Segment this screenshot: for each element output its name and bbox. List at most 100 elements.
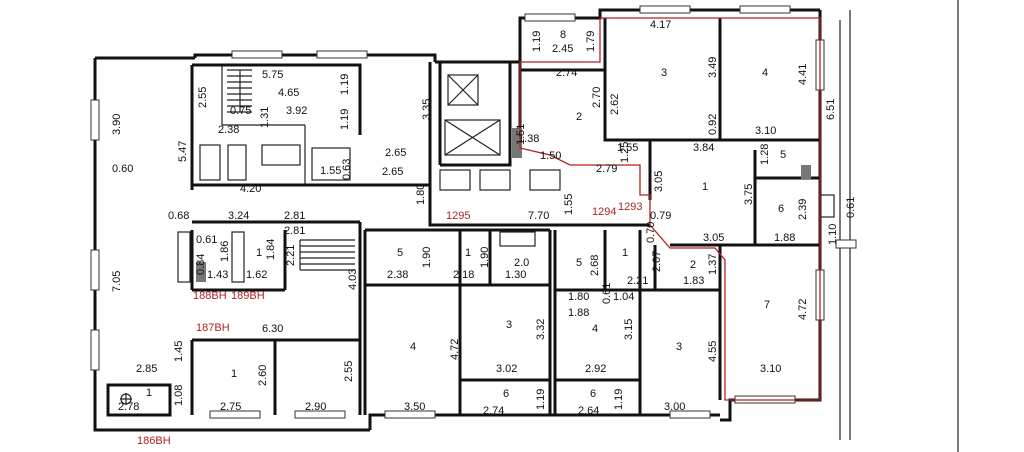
dimension-label: 8 (560, 29, 566, 41)
dimension-label: 3.49 (707, 57, 719, 78)
wall-outer-bottom (368, 413, 720, 430)
dimension-label: 1.19 (613, 389, 625, 410)
elevator-shaft-icon (444, 119, 501, 156)
wall-center-apts (363, 228, 550, 415)
wall-stair-inner (221, 65, 306, 185)
dimension-label: 2.90 (305, 401, 326, 413)
dimension-label: 3.35 (421, 99, 433, 120)
dimension-label: 1 (702, 181, 708, 193)
dimension-label: 5 (397, 247, 403, 259)
window (669, 410, 711, 419)
dimension-label: 0.60 (112, 163, 133, 175)
dimension-label: 1.43 (207, 269, 228, 281)
dimension-label: 3.92 (286, 105, 307, 117)
red-annotation: 1294 (592, 206, 616, 218)
ventilation-shaft-icon (819, 194, 835, 218)
red-annotation: 1295 (446, 210, 470, 222)
dimension-label: 2 (690, 259, 696, 271)
dimension-label: 0.84 (195, 254, 207, 275)
wall-lower-left-apts (190, 222, 362, 415)
dimension-label: 4.65 (278, 87, 299, 99)
dimension-label: 3.02 (496, 363, 517, 375)
dimension-label: 7 (764, 299, 770, 311)
dimension-label: 3.10 (755, 125, 776, 137)
dimension-label: 2.62 (609, 94, 621, 115)
ventilation-shaft-icon (231, 231, 245, 283)
dimension-label: 1.55 (617, 142, 638, 154)
dimension-label: 6 (778, 203, 784, 215)
ventilation-shaft-icon (261, 144, 301, 166)
wall-mid-corridor (428, 185, 650, 227)
dimension-label: 0.79 (650, 210, 671, 222)
dimension-label: 1.31 (259, 107, 271, 128)
dimension-label: 2.64 (578, 405, 599, 417)
window (316, 50, 368, 59)
dimension-label: 6.30 (262, 323, 283, 335)
dimension-label: 1 (256, 247, 262, 259)
dimension-label: 1.45 (173, 341, 185, 362)
dimension-label: 3.90 (111, 114, 123, 135)
dimension-label: 4.55 (707, 341, 719, 362)
window (835, 239, 857, 249)
dimension-label: 5.75 (262, 69, 283, 81)
red-boundary-right (519, 17, 821, 401)
elevator-shaft-icon (447, 74, 479, 106)
dimension-label: 4.41 (797, 64, 809, 85)
dimension-label: 1.84 (265, 239, 277, 260)
dimension-label: 1.62 (246, 269, 267, 281)
dimension-label: 4.17 (650, 19, 671, 31)
elevator-shafts (444, 74, 501, 156)
dimension-label: 5 (780, 149, 786, 161)
dimension-label: 1.51 (515, 124, 527, 145)
window (739, 5, 791, 14)
dimension-label: 3.05 (703, 232, 724, 244)
dimension-label: 1.50 (540, 150, 561, 162)
dimension-label: 2.70 (591, 87, 603, 108)
dimension-label: 5 (576, 257, 582, 269)
red-annotation: 186ВН (137, 435, 171, 447)
ventilation-shaft-icon (177, 231, 191, 283)
wall-stair-box (190, 63, 362, 190)
dimension-label: 2.92 (585, 363, 606, 375)
dimension-label: 1 (146, 387, 152, 399)
dimension-label: 2.07 (651, 251, 663, 272)
ventilation-shaft-icon (529, 169, 561, 191)
wall-corridor-top (192, 183, 430, 224)
dimension-label: 1.55 (563, 194, 575, 215)
dimension-label: 1.08 (173, 385, 185, 406)
dimension-label: 1 (622, 247, 628, 259)
red-annotations: 1295 1294 1293 188ВН 189ВН 187ВН 186ВН (137, 201, 642, 447)
dimension-label: 3.50 (404, 401, 425, 413)
dimension-label: 3.84 (693, 142, 714, 154)
window (90, 99, 100, 141)
elevator-shaft-icon (447, 74, 479, 106)
dimension-label: 1.86 (219, 241, 231, 262)
dimension-label: 2.78 (118, 401, 139, 413)
dimension-label: 1.55 (320, 165, 341, 177)
wall-neighbour (839, 0, 959, 452)
dimension-label: 3.15 (623, 319, 635, 340)
dimension-label: 2.79 (596, 163, 617, 175)
dimension-label: 7.05 (111, 271, 123, 292)
dimension-label: 2.38 (218, 124, 239, 136)
dimension-label: 1.04 (613, 291, 634, 303)
ventilation-shaft-icon (199, 144, 221, 181)
dimension-label: 1.19 (339, 74, 351, 95)
dimension-label: 2.68 (589, 255, 601, 276)
dimension-label: 4 (410, 341, 416, 353)
floor-hatch-icon (120, 393, 132, 405)
red-annotation: 188ВН (193, 290, 227, 302)
wall-center-apts2 (458, 230, 552, 415)
dimension-label: 3 (676, 341, 682, 353)
dimension-label: 2.39 (797, 199, 809, 220)
window (384, 410, 436, 419)
window (639, 5, 691, 14)
dimension-labels: 8 1.19 2.45 1.79 4.17 5.75 4.65 3.92 1.1… (111, 19, 857, 417)
dimension-label: 2.65 (385, 147, 406, 159)
dimension-label: 0.61 (196, 234, 217, 246)
dimension-label: 1.37 (707, 254, 719, 275)
dimension-label: 1 (231, 368, 237, 380)
dimension-label: 2.81 (284, 225, 305, 237)
